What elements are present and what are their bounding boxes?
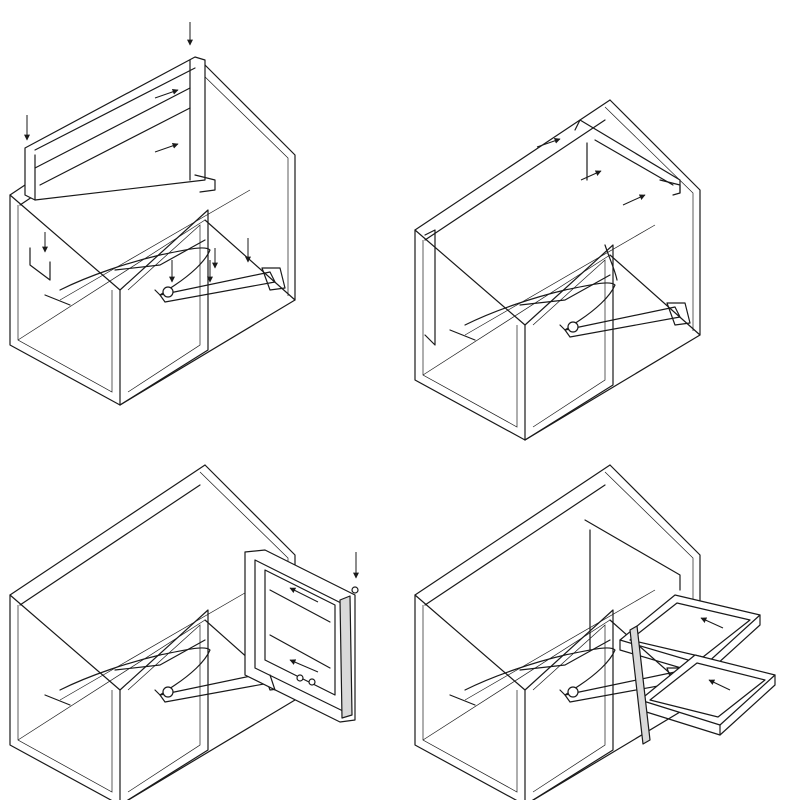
step-3-panel	[9, 464, 359, 800]
step-1-arrows	[24, 22, 251, 283]
step-2-panel	[414, 99, 701, 441]
swing-unit	[244, 549, 359, 723]
step-4-arrows	[700, 617, 731, 691]
step-4-panel	[414, 464, 776, 800]
step-1-panel	[9, 22, 296, 406]
step-2-arrows	[536, 137, 646, 206]
baskets	[584, 519, 776, 745]
step-3-arrows	[289, 552, 359, 673]
side-frame	[424, 119, 681, 346]
top-frame	[24, 56, 216, 281]
